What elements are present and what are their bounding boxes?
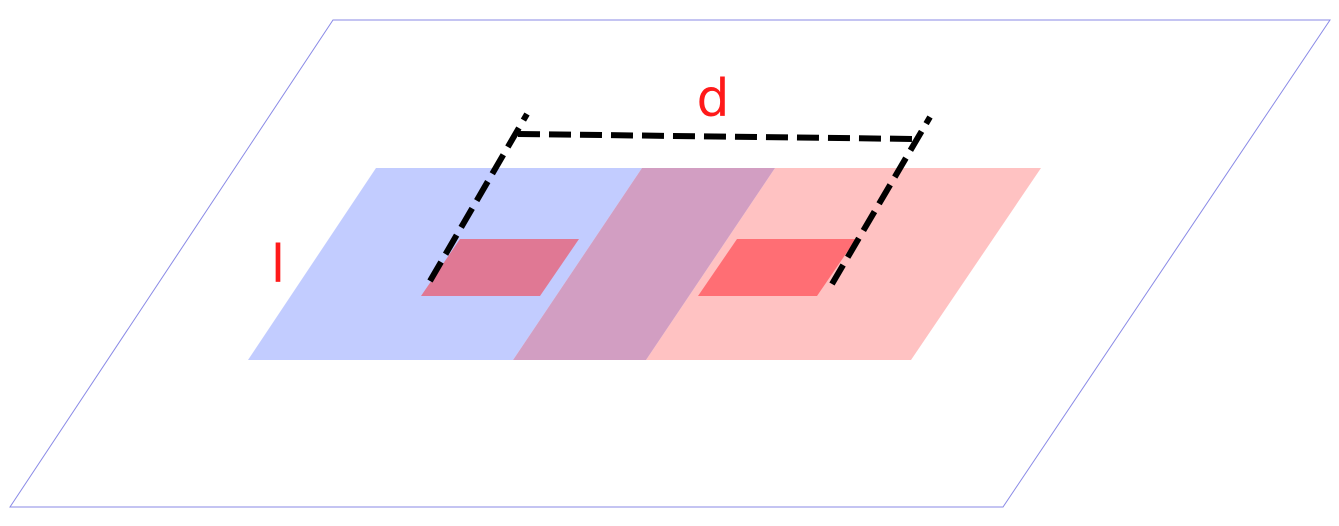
bracket-right-leg (829, 115, 933, 286)
distance-label: d (696, 69, 729, 129)
bracket-top-line (517, 131, 916, 142)
right-region (646, 168, 1041, 360)
right-pad (698, 239, 856, 296)
length-label: l (271, 235, 285, 295)
bracket-left-leg (427, 112, 530, 283)
distance-bracket (427, 112, 933, 286)
left-pad (421, 239, 579, 296)
overlap-region (513, 168, 775, 360)
